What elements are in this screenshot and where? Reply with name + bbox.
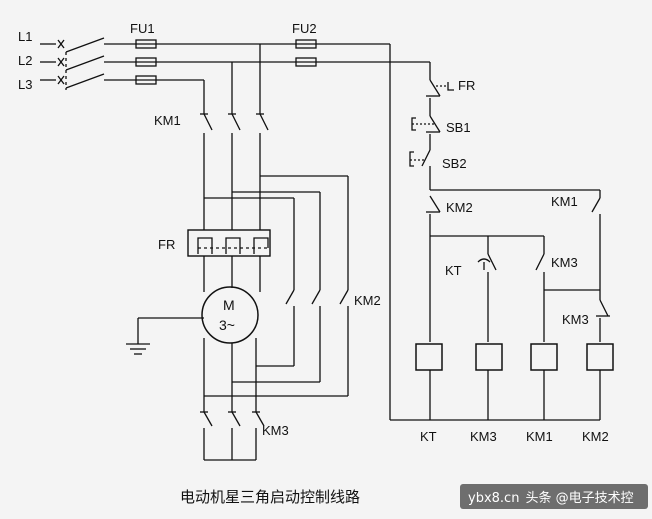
phase-label-l2: L2 [18, 53, 33, 68]
phase-label-l1: L1 [18, 29, 33, 44]
motor-name: M [223, 297, 235, 313]
km1-main-contacts [200, 113, 269, 212]
fu1-fuses [135, 39, 157, 85]
coil-label-km3: KM3 [470, 429, 497, 444]
diagram-title: 电动机星三角启动控制线路 [180, 488, 361, 506]
sb1-stop-button [411, 115, 441, 133]
phase-label-l3: L3 [18, 77, 33, 92]
ground-symbol [126, 317, 204, 355]
sb2-start-button [409, 149, 431, 167]
fr-thermal-relay [187, 229, 271, 257]
km1-main-label: KM1 [154, 113, 181, 128]
km2-delta-contacts [285, 289, 349, 396]
km1-holding-label: KM1 [551, 194, 578, 209]
km2-delta-label: KM2 [354, 293, 381, 308]
km3-upper-contact [535, 236, 545, 271]
fr-control-label: FR [458, 78, 476, 93]
sb2-label: SB2 [442, 156, 467, 171]
watermark: ybx8.cn 头条 @电子技术控 [460, 484, 648, 509]
sb1-label: SB1 [446, 120, 471, 135]
fu1-label: FU1 [130, 21, 155, 36]
watermark-source: 头条 @电子技术控 [525, 491, 634, 506]
fu2-fuses [295, 39, 317, 67]
coil-label-km1: KM1 [526, 429, 553, 444]
km1-holding-contact [591, 190, 601, 290]
km2-interlock-label: KM2 [446, 200, 473, 215]
kt-timer-contact [477, 236, 497, 271]
km3-lower-label: KM3 [562, 312, 589, 327]
bus-lines [104, 43, 430, 81]
km3-lower-contact [596, 290, 610, 317]
kt-contact-label: KT [445, 263, 462, 278]
motor-type: 3~ [219, 317, 235, 333]
fr-nc-contact [426, 79, 454, 97]
km2-interlock-contact [426, 195, 441, 213]
fu2-label: FU2 [292, 21, 317, 36]
km3-star-contacts [200, 411, 265, 461]
coil-boxes [415, 343, 614, 371]
coil-label-km2: KM2 [582, 429, 609, 444]
fr-power-label: FR [158, 237, 176, 252]
km3-upper-label: KM3 [551, 255, 578, 270]
coil-label-kt: KT [420, 429, 437, 444]
input-breakers [40, 37, 105, 90]
km3-star-label: KM3 [262, 423, 289, 438]
watermark-site: ybx8.cn [468, 491, 520, 506]
